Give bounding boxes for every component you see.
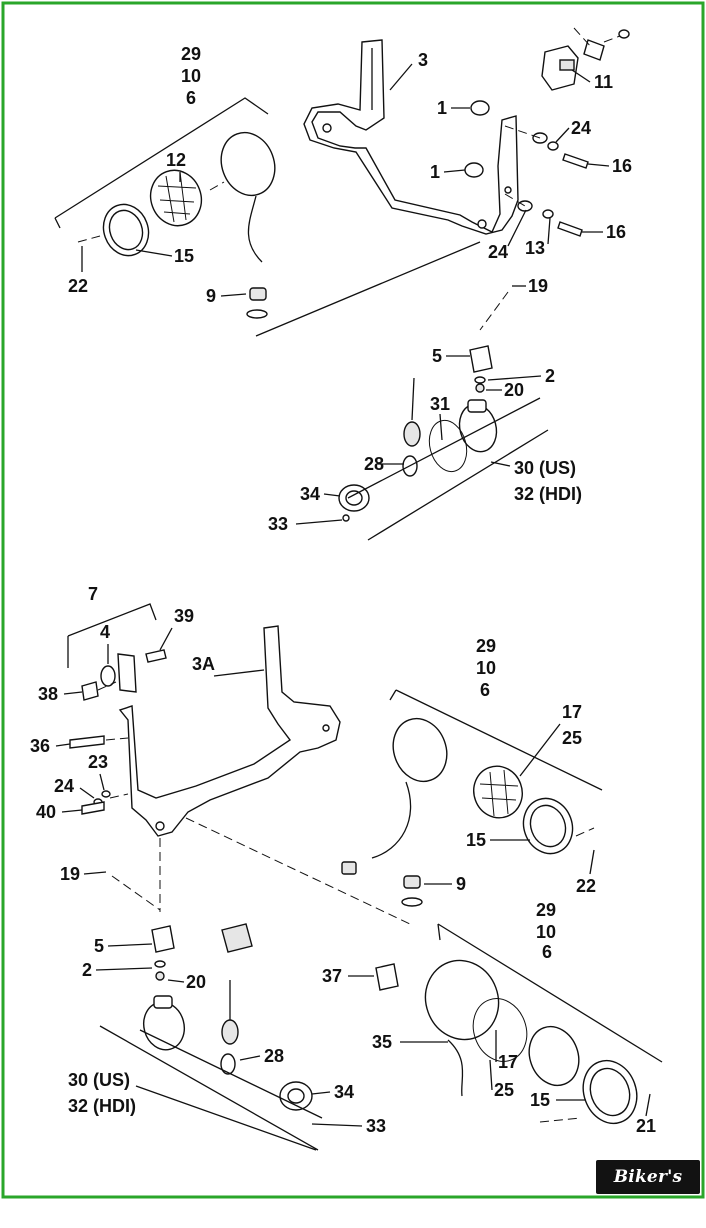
label-38: 38 [38,684,58,704]
brand-logo: Biker's Store [596,1160,700,1221]
bottom-leaders [55,627,651,1151]
label-9b: 9 [456,874,466,894]
label-4: 4 [100,622,110,642]
top-leaders [81,69,610,525]
bottom-group-a-line-1: 29 [476,636,496,656]
bolts-16 [504,125,589,237]
label-15a: 15 [466,830,486,850]
label-17a: 17 [562,702,582,722]
switch-11 [541,27,630,91]
label-16b: 16 [606,222,626,242]
label-28: 28 [364,454,384,474]
lamp-bottom-top [338,291,549,541]
label-33b: 33 [366,1116,386,1136]
headlamp-top [77,131,276,319]
label-37: 37 [322,966,342,986]
label-13: 13 [525,238,545,258]
bottom-group-b-line-3: 6 [542,942,552,962]
label-1a: 1 [437,98,447,118]
label-5b: 5 [94,936,104,956]
exploded-view-svg: 29 10 6 3 11 1 1 24 16 12 15 22 9 24 13 … [1,1,705,1199]
label-15: 15 [174,246,194,266]
label-24b: 24 [488,242,508,262]
label-7: 7 [88,584,98,604]
label-9: 9 [206,286,216,306]
lamp-bottom-left [99,923,323,1151]
label-34b: 34 [334,1082,354,1102]
label-24: 24 [54,776,74,796]
label-39: 39 [174,606,194,626]
label-22b: 22 [576,876,596,896]
label-21: 21 [636,1116,656,1136]
label-11: 11 [594,72,613,92]
top-assembly [54,27,630,541]
bottom-group-a-line-3: 6 [480,680,490,700]
top-group-line-1: 29 [181,44,201,64]
label-3: 3 [418,50,428,70]
diagram-frame [1,1,705,1199]
bottom-group-b-line-1: 29 [536,900,556,920]
label-2: 2 [545,366,555,386]
bolts-bottom [69,735,129,815]
label-30b: 30 (US) [68,1070,130,1090]
label-33: 33 [268,514,288,534]
headlamp-bottom-a [341,689,603,907]
bracket-3a [118,625,341,837]
bracket-7 [67,603,167,701]
label-3a: 3A [192,654,215,674]
label-25a: 25 [562,728,582,748]
label-35: 35 [372,1032,392,1052]
label-1b: 1 [430,162,440,182]
label-34: 34 [300,484,320,504]
label-19: 19 [528,276,548,296]
bottom-assembly [67,603,663,1151]
label-17b: 17 [498,1052,518,1072]
label-28b: 28 [264,1046,284,1066]
label-5: 5 [432,346,442,366]
label-23: 23 [88,752,108,772]
label-31: 31 [430,394,450,414]
bottom-group-b-line-2: 10 [536,922,556,942]
label-25b: 25 [494,1080,514,1100]
label-2b: 2 [82,960,92,980]
label-32: 32 (HDI) [514,484,582,504]
label-12: 12 [166,150,186,170]
label-22: 22 [68,276,88,296]
label-20: 20 [504,380,524,400]
label-20b: 20 [186,972,206,992]
label-32b: 32 (HDI) [68,1096,136,1116]
spacers-1 [464,100,490,178]
label-15b: 15 [530,1090,550,1110]
top-group-line-2: 10 [181,66,201,86]
label-16a: 16 [612,156,632,176]
label-30: 30 (US) [514,458,576,478]
label-36: 36 [30,736,50,756]
bracket-3 [303,39,519,235]
label-19b: 19 [60,864,80,884]
bottom-group-a-line-2: 10 [476,658,496,678]
headlamp-bottom-b [375,923,663,1125]
top-group-line-3: 6 [186,88,196,108]
brand-logo-text: Biker's Store [613,1167,683,1221]
label-40: 40 [36,802,56,822]
label-24a: 24 [571,118,591,138]
